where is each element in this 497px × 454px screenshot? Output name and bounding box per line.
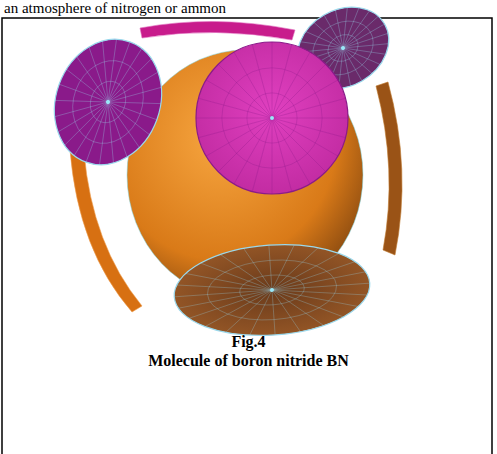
figure-number: Fig.4 <box>0 333 497 351</box>
left-disc <box>37 24 179 180</box>
top-band <box>140 21 295 40</box>
frame <box>2 18 492 454</box>
bottom-disc <box>171 238 373 341</box>
figure-caption: Molecule of boron nitride BN <box>0 352 497 370</box>
left-band <box>70 150 142 312</box>
front-disc <box>196 42 348 194</box>
cropped-text-line: an atmosphere of nitrogen or ammon <box>4 0 226 17</box>
right-band <box>376 82 402 255</box>
